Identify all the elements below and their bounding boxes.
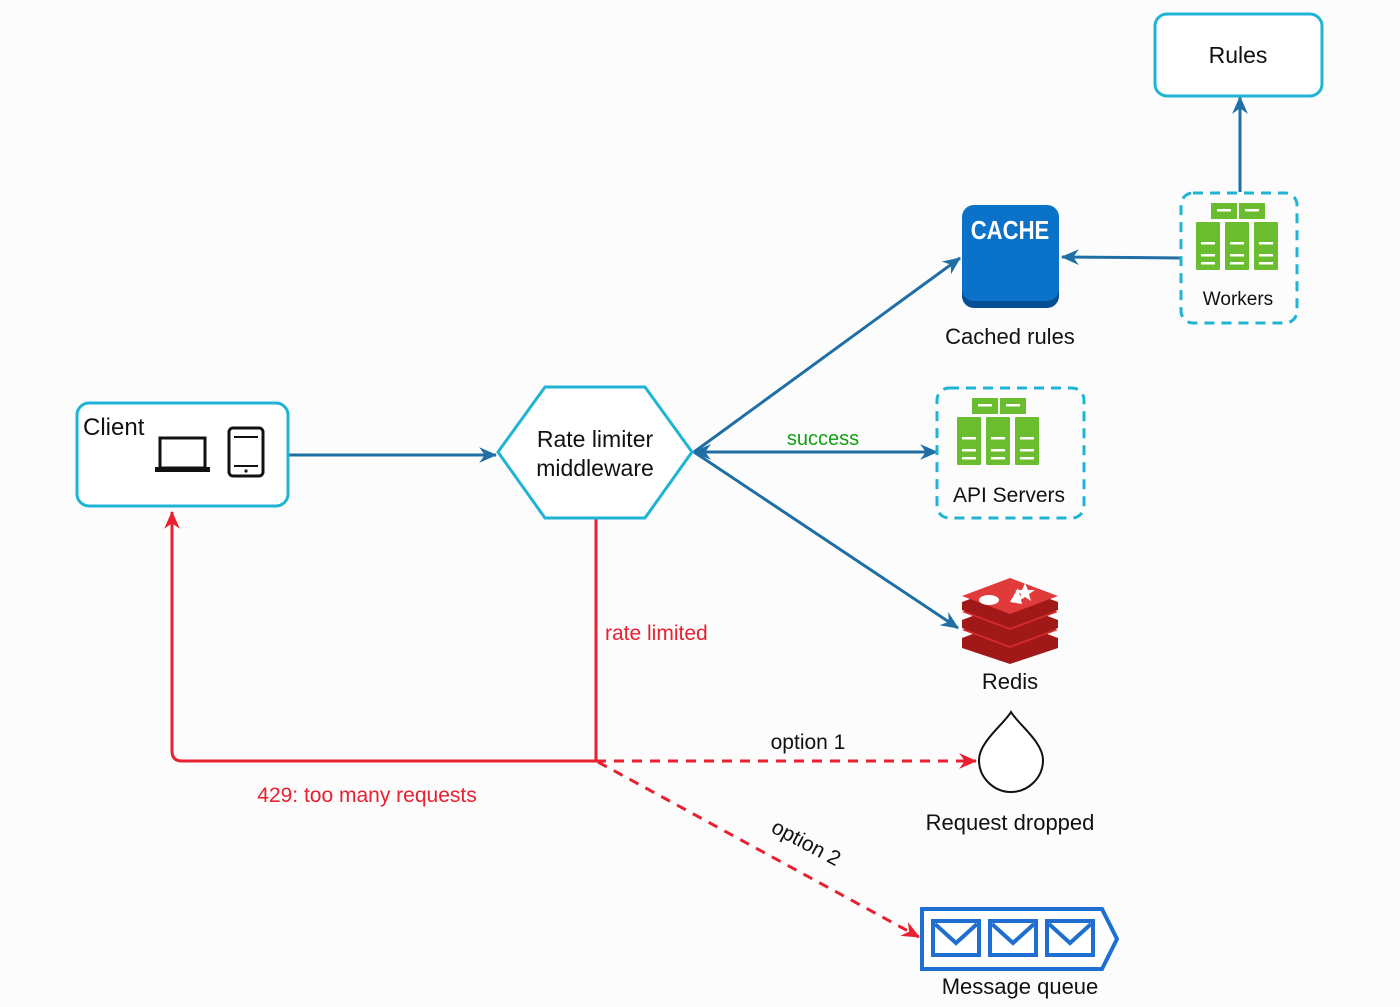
- rate-limiter-label-line1: Rate limiter: [537, 426, 654, 452]
- drop-icon: [977, 710, 1045, 794]
- success-label: success: [787, 428, 859, 450]
- request-dropped-label: Request dropped: [926, 810, 1095, 835]
- edge-option-2: [597, 760, 920, 939]
- rate-limiter-label-line2: middleware: [536, 455, 654, 481]
- edge-rate-limited: [164, 510, 598, 763]
- server-icon: [957, 398, 1039, 465]
- redis-label: Redis: [982, 669, 1038, 694]
- cache-icon: CACHE: [962, 205, 1059, 308]
- api-servers-label: API Servers: [953, 484, 1065, 507]
- request-dropped-node: Request dropped: [926, 710, 1095, 835]
- rules-node: Rules: [1153, 12, 1324, 98]
- redis-node: Redis: [962, 578, 1058, 694]
- option-1-label: option 1: [771, 731, 846, 754]
- client-node: Client: [75, 401, 290, 508]
- client-label: Client: [83, 414, 145, 441]
- rules-label: Rules: [1209, 42, 1268, 68]
- message-queue-node: Message queue: [920, 907, 1120, 999]
- option-2-label: option 2: [768, 816, 845, 871]
- rate-limiter-node: Rate limiter middleware: [496, 385, 694, 520]
- cache-icon-text: CACHE: [971, 216, 1050, 245]
- redis-icon: [962, 578, 1058, 664]
- api-servers-node: API Servers: [935, 386, 1086, 520]
- envelope-icon: [931, 919, 1095, 957]
- tablet-icon: [227, 426, 265, 478]
- edge-limiter-to-cache: [693, 256, 961, 454]
- laptop-icon: [155, 436, 210, 472]
- workers-label: Workers: [1203, 289, 1273, 310]
- edge-limiter-to-redis: [693, 450, 959, 630]
- cache-node: CACHE Cached rules: [945, 205, 1075, 349]
- edge-workers-to-cache: [1060, 249, 1183, 266]
- cached-rules-label: Cached rules: [945, 324, 1075, 349]
- too-many-requests-label: 429: too many requests: [257, 784, 476, 807]
- workers-node: Workers: [1179, 191, 1299, 325]
- server-icon: [1196, 203, 1278, 270]
- message-queue-label: Message queue: [942, 974, 1099, 999]
- rate-limited-label: rate limited: [605, 622, 708, 645]
